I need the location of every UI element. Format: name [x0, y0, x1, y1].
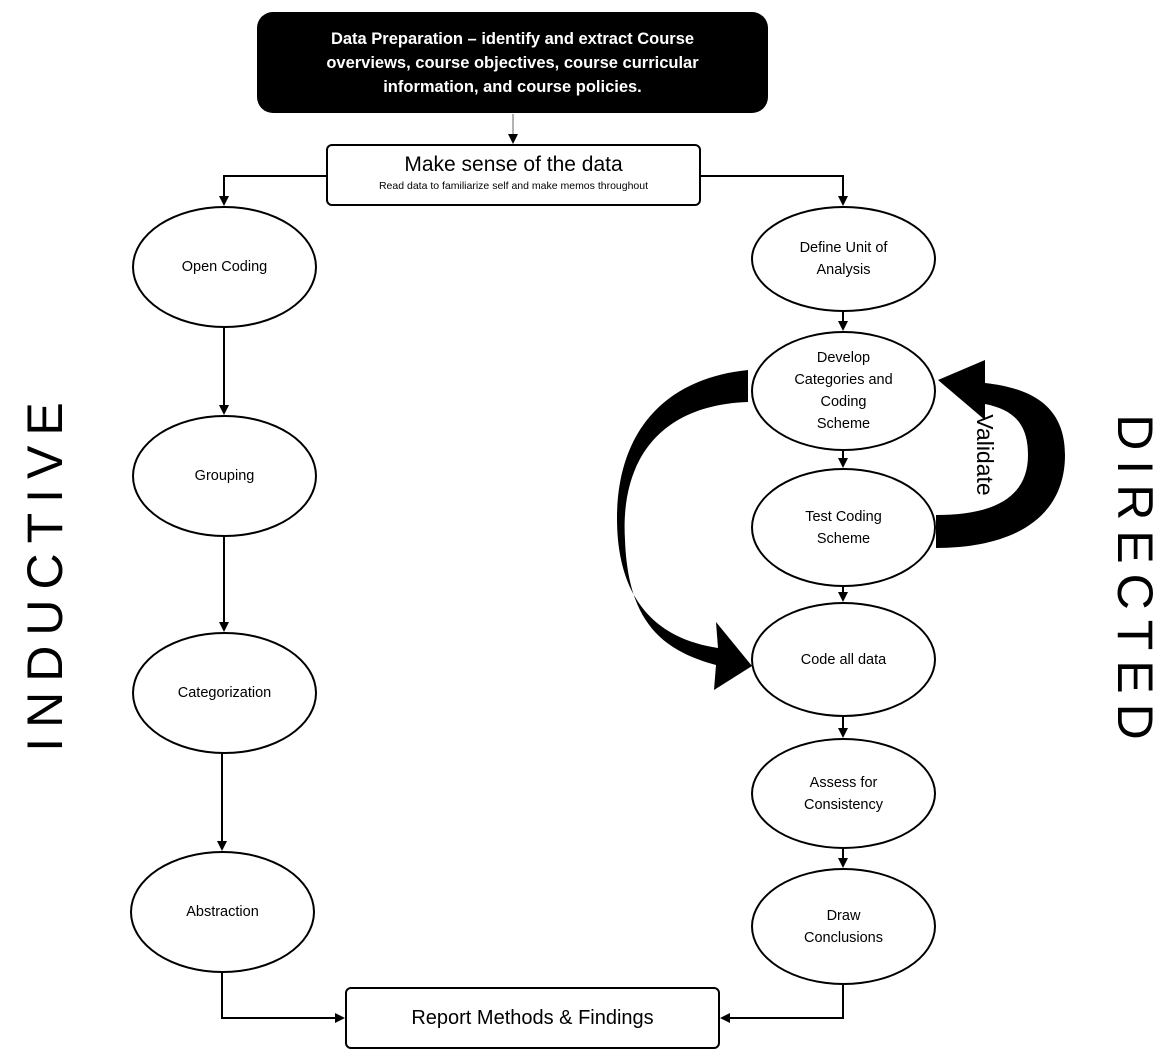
node-define-unit-label: Define Unit of Analysis [799, 240, 888, 278]
node-open-coding-label: Open Coding [181, 259, 268, 275]
node-abstraction-label: Abstraction [186, 904, 259, 920]
node-draw-conclusions-label: Draw Conclusions [804, 907, 883, 946]
make-sense-box: Make sense of the data Read data to fami… [326, 144, 701, 206]
node-develop-categories: Develop Categories and Coding Scheme [751, 331, 936, 451]
node-assess-consistency: Assess for Consistency [751, 738, 936, 849]
arrow-sense-to-open-coding [219, 175, 326, 206]
validate-loop-arrow [936, 360, 1065, 548]
node-code-all-data-label: Code all data [800, 651, 887, 668]
node-code-all-data: Code all data [751, 602, 936, 717]
inductive-side-label: INDUCTIVE [17, 392, 73, 752]
node-open-coding: Open Coding [132, 206, 317, 328]
curved-arrow-develop-to-code [617, 370, 752, 690]
validate-label: Validate [972, 414, 998, 496]
node-abstraction: Abstraction [130, 851, 315, 973]
make-sense-title: Make sense of the data [404, 153, 623, 176]
node-grouping: Grouping [132, 415, 317, 537]
report-box: Report Methods & Findings [345, 987, 720, 1049]
node-test-coding-label: Test Coding Scheme [805, 508, 882, 547]
node-categorization-label: Categorization [177, 685, 272, 701]
node-test-coding-scheme: Test Coding Scheme [751, 468, 936, 587]
node-categorization: Categorization [132, 632, 317, 754]
arrow-sense-to-define-unit [701, 175, 848, 206]
node-draw-conclusions: Draw Conclusions [751, 868, 936, 985]
data-preparation-text: Data Preparation – identify and extract … [326, 29, 699, 96]
node-define-unit-of-analysis: Define Unit of Analysis [751, 206, 936, 312]
report-box-label: Report Methods & Findings [411, 1006, 654, 1029]
data-preparation-box: Data Preparation – identify and extract … [257, 12, 768, 113]
make-sense-subtitle: Read data to familiarize self and make m… [378, 180, 649, 192]
node-assess-label: Assess for Consistency [804, 774, 883, 813]
directed-side-label: DIRECTED [1107, 414, 1163, 750]
node-grouping-label: Grouping [194, 468, 255, 484]
arrow-draw-to-report [720, 985, 844, 1023]
arrow-abstraction-to-report [221, 973, 345, 1023]
node-develop-categories-label: Develop Categories and Coding Scheme [794, 350, 893, 432]
